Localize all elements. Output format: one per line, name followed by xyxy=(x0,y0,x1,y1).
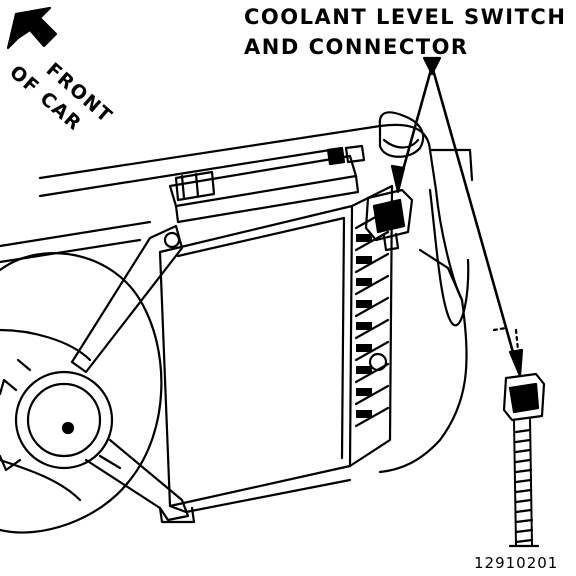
callout-line-2: AND CONNECTOR xyxy=(244,35,469,59)
coolant-level-switch-installed xyxy=(364,188,414,252)
callout-label: COOLANT LEVEL SWITCH AND CONNECTOR xyxy=(244,2,566,62)
radiator-cap xyxy=(378,111,425,158)
fan-bracket xyxy=(70,224,190,522)
figure-number: 12910201 xyxy=(474,554,559,572)
callout-arrows xyxy=(390,56,524,378)
front-arrow-icon xyxy=(6,6,58,50)
callout-line-1: COOLANT LEVEL SWITCH xyxy=(244,5,567,29)
radiator xyxy=(158,184,394,524)
radiator-support-bar xyxy=(168,144,366,224)
coolant-level-switch-detail xyxy=(492,326,546,548)
vehicle-body xyxy=(0,123,474,474)
cooling-fan xyxy=(0,252,163,534)
